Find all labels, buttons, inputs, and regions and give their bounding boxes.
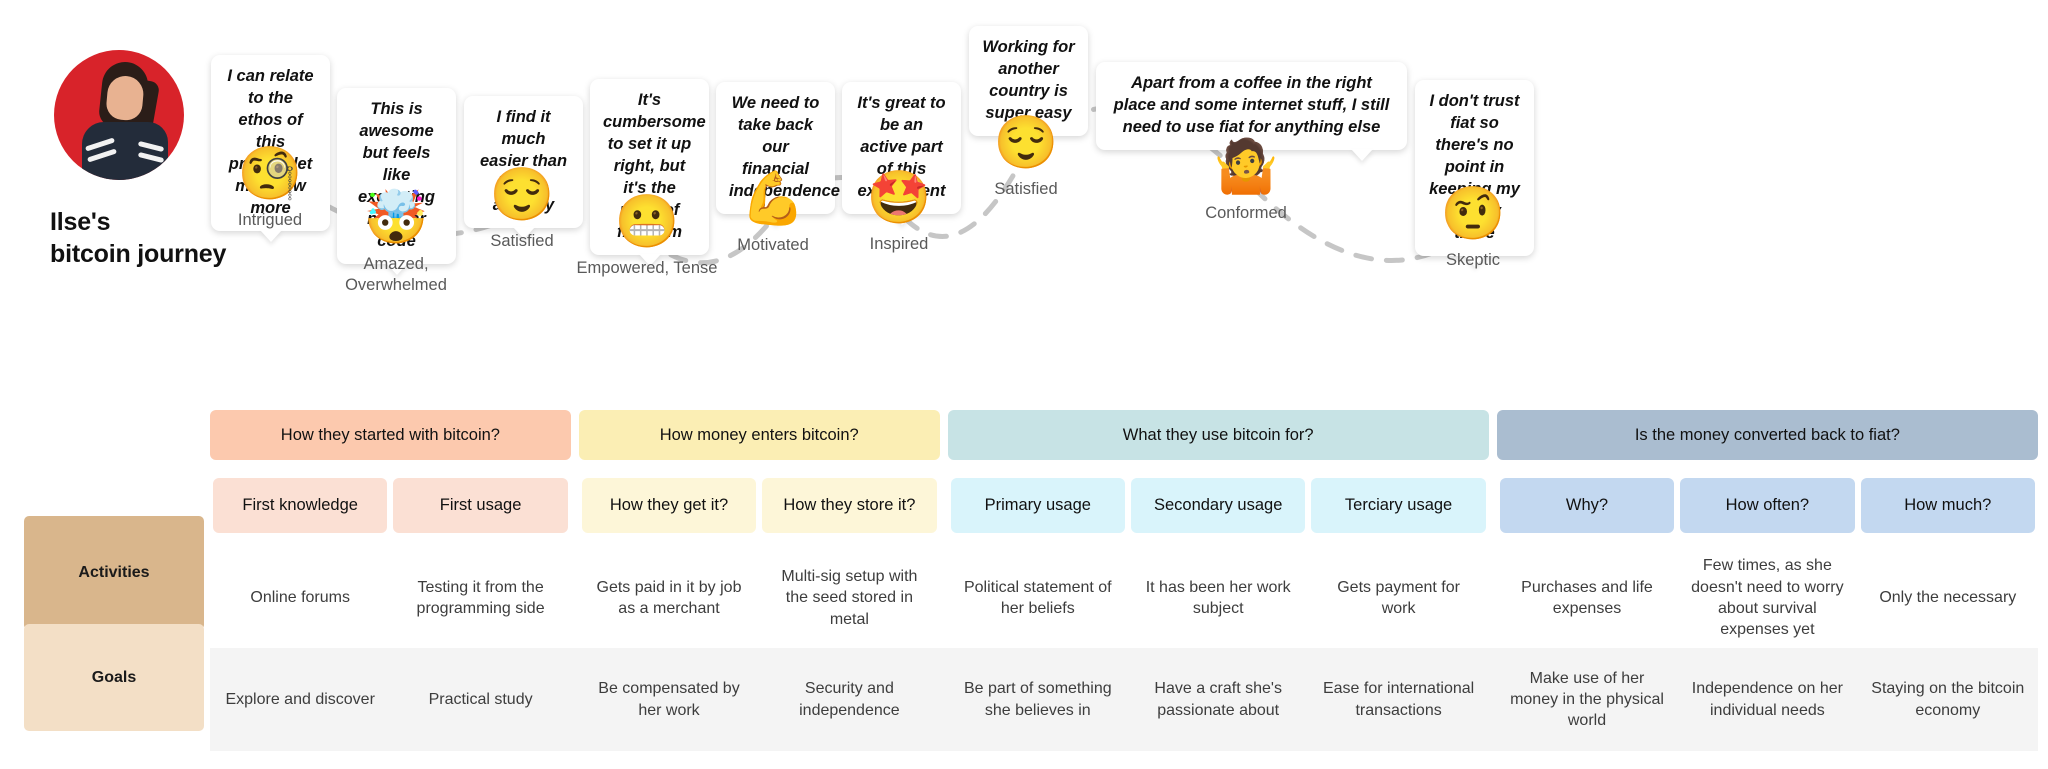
goal-cell-3-0: Make use of her money in the physical wo… (1510, 669, 1664, 730)
column-header-1-0: How they get it? (581, 478, 757, 533)
relieved-face-icon: 😌 (489, 166, 555, 224)
phase-header-2: What they use bitcoin for? (947, 410, 1489, 460)
relieved-face-icon: 😌 (993, 114, 1059, 172)
persona-name-line1: Ilse's (50, 208, 111, 236)
speech-bubble-inspired: It's great to be an active part of this … (842, 82, 961, 214)
face-with-monocle-icon: 🧐 (237, 145, 303, 203)
emotion-label-intrigued: Intrigued (237, 211, 303, 229)
avatar (54, 50, 184, 180)
goal-cell-2-2: Ease for international transactions (1322, 680, 1475, 719)
activity-cell-3-0: Purchases and life expenses (1521, 578, 1653, 617)
star-struck-face-icon: 🤩 (866, 169, 932, 227)
goal-cell-2-1: Have a craft she's passionate about (1154, 680, 1282, 719)
row-label-goals: Goals (24, 624, 204, 731)
emotion-node-amazed: 🤯 Amazed, Overwhelmed (296, 192, 496, 297)
column-header-3-0: Why? (1499, 478, 1675, 533)
emotion-label-skeptic: Skeptic (1445, 251, 1501, 269)
column-header-3-2: How much? (1860, 478, 2035, 533)
speech-bubble-conformed: Apart from a coffee in the right place a… (1096, 62, 1407, 150)
speech-bubble-motivated: We need to take back our financial indep… (716, 82, 840, 214)
speech-bubble-skeptic: I don't trust fiat so there's no point i… (1415, 80, 1534, 256)
exploding-head-icon: 🤯 (363, 189, 429, 247)
activity-cell-2-2: Gets payment for work (1337, 578, 1460, 617)
activity-cell-2-0: Political statement of her beliefs (963, 578, 1112, 617)
emotion-label-motivated: Motivated (737, 236, 809, 254)
speech-bubble-amazed: This is awesome but feels like executing… (337, 88, 456, 264)
activity-cell-1-1: Multi-sig setup with the seed stored in … (781, 568, 918, 628)
activity-cell-0-0: Online forums (250, 589, 350, 607)
goal-cell-0-1: Practical study (428, 690, 533, 708)
face-with-raised-eyebrow-icon: 🤨 (1440, 185, 1506, 243)
column-header-2-0: Primary usage (950, 478, 1125, 533)
column-header-2-1: Secondary usage (1131, 478, 1306, 533)
emotion-label-conformed: Conformed (1205, 204, 1287, 222)
person-shrugging-icon: 🤷 (1213, 138, 1279, 196)
column-header-0-0: First knowledge (213, 478, 388, 533)
emotion-label-amazed: Amazed, Overwhelmed (345, 255, 447, 295)
emotion-node-intrigued: 🧐 Intrigued (170, 148, 370, 231)
activity-cell-3-2: Only the necessary (1879, 589, 2017, 607)
emotion-node-satisfied1: 😌 Satisfied (422, 169, 622, 252)
column-header-0-1: First usage (393, 478, 568, 533)
speech-bubble-satisfied2: Working for another country is super eas… (969, 26, 1088, 136)
column-header-2-2: Terciary usage (1311, 478, 1486, 533)
phase-header-1: How money enters bitcoin? (578, 410, 940, 460)
goal-cell-3-2: Staying on the bitcoin economy (1871, 680, 2025, 719)
column-header-1-1: How they store it? (762, 478, 937, 533)
emotion-label-empowered: Empowered, Tense (576, 259, 718, 277)
emotion-node-satisfied2: 😌 Satisfied (926, 117, 1126, 200)
emotion-node-conformed: 🤷 Conformed (1146, 141, 1346, 224)
grimacing-face-icon: 😬 (614, 193, 680, 251)
speech-bubble-satisfied1: I find it much easier than banks, actual… (464, 96, 583, 228)
emotion-node-skeptic: 🤨 Skeptic (1373, 188, 1573, 271)
phase-header-3: Is the money converted back to fiat? (1496, 410, 2038, 460)
activity-cell-1-0: Gets paid in it by job as a merchant (596, 578, 742, 617)
emotion-node-motivated: 💪 Motivated (673, 173, 873, 256)
row-label-activities: Activities (24, 516, 204, 630)
emotion-node-inspired: 🤩 Inspired (799, 172, 999, 255)
speech-bubble-empowered: It's cumbersome to set it up right, but … (590, 79, 709, 255)
goal-cell-2-0: Be part of something she believes in (963, 680, 1112, 719)
phase-header-0: How they started with bitcoin? (210, 410, 571, 460)
flexed-biceps-icon: 💪 (740, 170, 806, 228)
goal-cell-3-1: Independence on her individual needs (1691, 680, 1843, 719)
goal-cell-0-0: Explore and discover (225, 690, 375, 708)
emotion-label-inspired: Inspired (869, 235, 929, 253)
goal-cell-1-0: Be compensated by her work (598, 680, 740, 719)
activity-cell-2-1: It has been her work subject (1145, 578, 1291, 617)
emotion-label-satisfied2: Satisfied (994, 180, 1058, 198)
goals-row-background (210, 648, 2038, 751)
speech-bubble-intrigued: I can relate to the ethos of this projec… (211, 55, 330, 231)
activity-cell-0-1: Testing it from the programming side (416, 578, 545, 617)
emotion-label-satisfied1: Satisfied (490, 232, 554, 250)
page-title: Ilse's bitcoin journey (50, 206, 290, 270)
persona-name-line2: bitcoin journey (50, 240, 227, 268)
column-header-3-1: How often? (1680, 478, 1855, 533)
persona-block: Ilse's bitcoin journey (50, 50, 290, 270)
emotion-node-empowered: 😬 Empowered, Tense (547, 196, 747, 279)
activity-cell-3-1: Few times, as she doesn't need to worry … (1691, 557, 1844, 639)
goal-cell-1-1: Security and independence (799, 680, 900, 719)
